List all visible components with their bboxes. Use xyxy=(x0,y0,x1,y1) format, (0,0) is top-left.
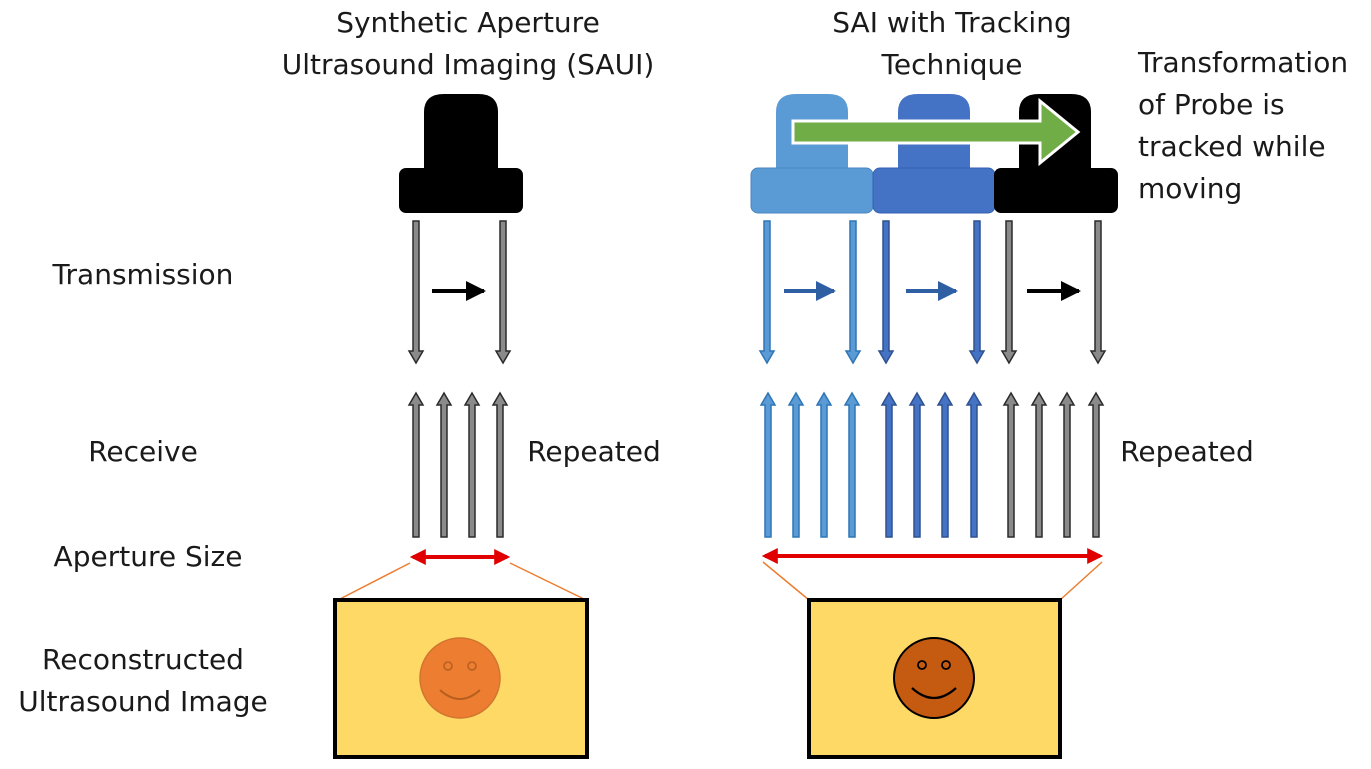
receive-arrow xyxy=(787,391,805,538)
probe-icon xyxy=(750,94,874,214)
row-label-aperture-size: Aperture Size xyxy=(54,540,243,573)
probe-icon xyxy=(994,94,1118,213)
transmission-arrow xyxy=(968,220,986,365)
transmission-arrow xyxy=(877,220,895,365)
guide-line xyxy=(509,562,587,601)
left-title-line1: Synthetic Aperture xyxy=(336,6,600,39)
receive-arrow xyxy=(1030,391,1048,538)
tracking-arrow xyxy=(791,97,1081,167)
tracking-note-line3: tracked while xyxy=(1138,130,1326,163)
guide-line xyxy=(762,561,810,601)
smiley-face-icon xyxy=(893,637,975,719)
tracking-note: Transformation of Probe is tracked while… xyxy=(1137,46,1348,205)
receive-arrow xyxy=(815,391,833,538)
receive-arrow xyxy=(435,391,453,538)
row-label-transmission: Transmission xyxy=(52,258,234,291)
tracking-note-line4: moving xyxy=(1138,172,1242,205)
receive-arrow xyxy=(491,391,509,538)
transmission-arrow xyxy=(1000,220,1018,365)
left-title-line2: Ultrasound Imaging (SAUI) xyxy=(282,48,655,81)
right-repeated-label: Repeated xyxy=(1120,435,1254,468)
receive-arrow xyxy=(759,391,777,538)
receive-arrow xyxy=(1087,391,1105,538)
row-label-reconstructed-line2: Ultrasound Image xyxy=(18,685,268,718)
transmission-arrow xyxy=(844,220,862,365)
receive-arrow xyxy=(965,391,983,538)
receive-arrow xyxy=(407,391,425,538)
transmission-arrow xyxy=(407,220,425,365)
left-reconstructed-image xyxy=(333,598,589,759)
right-title: SAI with Tracking Technique xyxy=(832,6,1071,81)
receive-arrows xyxy=(407,391,1105,538)
receive-arrow xyxy=(463,391,481,538)
left-title: Synthetic Aperture Ultrasound Imaging (S… xyxy=(282,6,655,81)
smiley-face-icon xyxy=(419,637,501,719)
row-label-receive: Receive xyxy=(88,435,198,468)
probe-icon xyxy=(872,94,996,214)
right-title-line1: SAI with Tracking xyxy=(832,6,1071,39)
receive-arrow xyxy=(936,391,954,538)
transmission-arrow xyxy=(494,220,512,365)
tracking-note-line2: of Probe is xyxy=(1138,88,1285,121)
receive-arrow xyxy=(908,391,926,538)
guide-line xyxy=(337,562,411,601)
transmission-arrows xyxy=(407,220,1107,365)
right-reconstructed-image xyxy=(807,598,1062,759)
right-title-line2: Technique xyxy=(881,48,1023,81)
transmission-arrow xyxy=(1089,220,1107,365)
receive-arrow xyxy=(1002,391,1020,538)
row-label-reconstructed-line1: Reconstructed xyxy=(42,643,244,676)
left-repeated-label: Repeated xyxy=(527,435,661,468)
probe-icon xyxy=(399,94,523,213)
receive-arrow xyxy=(1058,391,1076,538)
guide-line xyxy=(1059,561,1103,601)
tracking-note-line1: Transformation xyxy=(1137,46,1348,79)
transmission-arrow xyxy=(758,220,776,365)
receive-arrow xyxy=(843,391,861,538)
receive-arrow xyxy=(880,391,898,538)
